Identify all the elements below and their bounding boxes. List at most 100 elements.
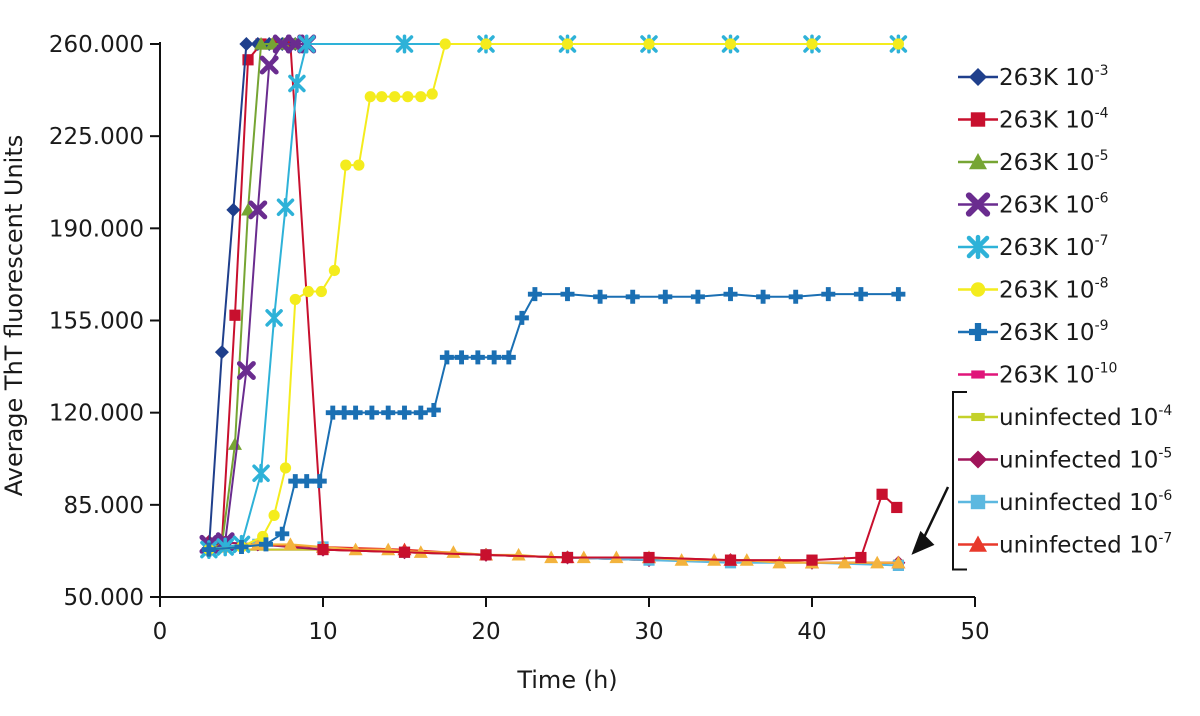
data-point: [239, 37, 254, 51]
legend-marker: [969, 323, 987, 341]
legend-label: 263K 10-5: [999, 148, 1109, 176]
data-point: [268, 509, 280, 521]
data-point: [723, 287, 738, 302]
data-point: [690, 289, 705, 304]
series-11: [203, 538, 904, 571]
legend-item: 263K 10-7: [958, 233, 1109, 261]
series-7: [201, 287, 906, 557]
data-point: [288, 74, 306, 93]
series-13: [201, 537, 906, 569]
legend-item: 263K 10-10: [958, 361, 1117, 389]
y-tick-label: 85.000: [64, 493, 144, 519]
data-point: [315, 285, 327, 298]
data-point: [340, 159, 352, 171]
data-point: [876, 488, 888, 500]
data-point: [297, 34, 316, 54]
data-point: [279, 462, 292, 474]
legend-label: uninfected 10-7: [999, 531, 1172, 559]
legend-marker: [971, 370, 985, 379]
data-point: [891, 501, 903, 514]
data-point: [312, 474, 327, 489]
data-point: [806, 554, 818, 566]
data-point: [389, 91, 401, 103]
data-point: [413, 405, 428, 420]
data-point: [511, 547, 526, 561]
legend-marker: [971, 412, 985, 422]
data-point: [870, 555, 885, 569]
legend-label: 263K 10-7: [999, 233, 1109, 261]
legend-label: 263K 10-3: [999, 63, 1109, 91]
data-point: [353, 159, 365, 171]
legend-marker: [969, 450, 987, 469]
data-point: [227, 437, 242, 450]
data-point: [248, 200, 268, 220]
legend-bracket: [952, 391, 967, 571]
series-6: [203, 38, 904, 556]
data-point: [283, 537, 298, 550]
data-point: [439, 38, 451, 50]
data-point: [272, 34, 292, 54]
data-point: [593, 289, 608, 304]
data-point: [258, 537, 273, 552]
x-tick-label: 50: [960, 619, 989, 645]
series-layer: [199, 34, 908, 571]
data-point: [381, 405, 396, 420]
pointer-arrow-shaft: [920, 486, 950, 544]
data-point: [226, 202, 241, 217]
legend-label: 263K 10-8: [999, 276, 1109, 304]
y-tick-label: 120.000: [49, 401, 144, 427]
legend-label: 263K 10-6: [999, 191, 1109, 219]
data-point: [259, 55, 279, 75]
data-point: [560, 287, 575, 302]
y-tick-label: 155.000: [49, 309, 144, 335]
legend-item: 263K 10-5: [958, 148, 1109, 176]
data-point: [252, 463, 270, 483]
data-point: [853, 287, 868, 302]
y-tick-label: 50.000: [64, 585, 144, 611]
data-point: [724, 38, 737, 50]
data-point: [892, 38, 904, 50]
data-point: [317, 544, 329, 556]
x-axis-title: Time (h): [516, 666, 617, 694]
legend-item: 263K 10-4: [958, 106, 1109, 134]
legend-marker: [969, 153, 987, 170]
y-tick-label: 260.000: [49, 32, 144, 58]
data-point: [364, 405, 379, 420]
y-tick-label: 190.000: [49, 216, 144, 242]
data-point: [756, 289, 771, 304]
data-point: [398, 546, 411, 558]
legend-item: 263K 10-8: [958, 276, 1109, 304]
pointer-arrow-head: [911, 530, 935, 555]
data-point: [229, 309, 241, 321]
legend-layer: 263K 10-3 263K 10-4 263K 10-5 263K 10-6 263K…: [911, 63, 1172, 571]
data-point: [724, 554, 737, 566]
data-point: [501, 350, 516, 365]
data-point: [426, 88, 438, 100]
y-tick-label: 225.000: [49, 124, 144, 150]
data-point: [527, 287, 542, 302]
legend-item: uninfected 10-6: [958, 488, 1172, 516]
data-point: [643, 38, 655, 50]
data-point: [242, 54, 254, 66]
data-point: [837, 555, 852, 569]
data-point: [397, 405, 412, 420]
legend-item: uninfected 10-7: [958, 531, 1172, 559]
series-line: [208, 43, 899, 551]
data-point: [487, 350, 502, 365]
data-point: [216, 537, 234, 557]
data-point: [395, 34, 414, 54]
legend-marker: [970, 494, 986, 510]
data-point: [439, 350, 454, 365]
x-tick-label: 40: [797, 619, 826, 645]
data-point: [234, 539, 249, 554]
data-point: [348, 405, 363, 420]
data-point: [891, 287, 906, 302]
data-point: [265, 37, 280, 50]
data-point: [643, 551, 655, 564]
legend-label: 263K 10-9: [999, 318, 1109, 346]
legend-item: uninfected 10-5: [958, 446, 1172, 474]
data-point: [855, 551, 867, 564]
data-point: [275, 526, 290, 541]
